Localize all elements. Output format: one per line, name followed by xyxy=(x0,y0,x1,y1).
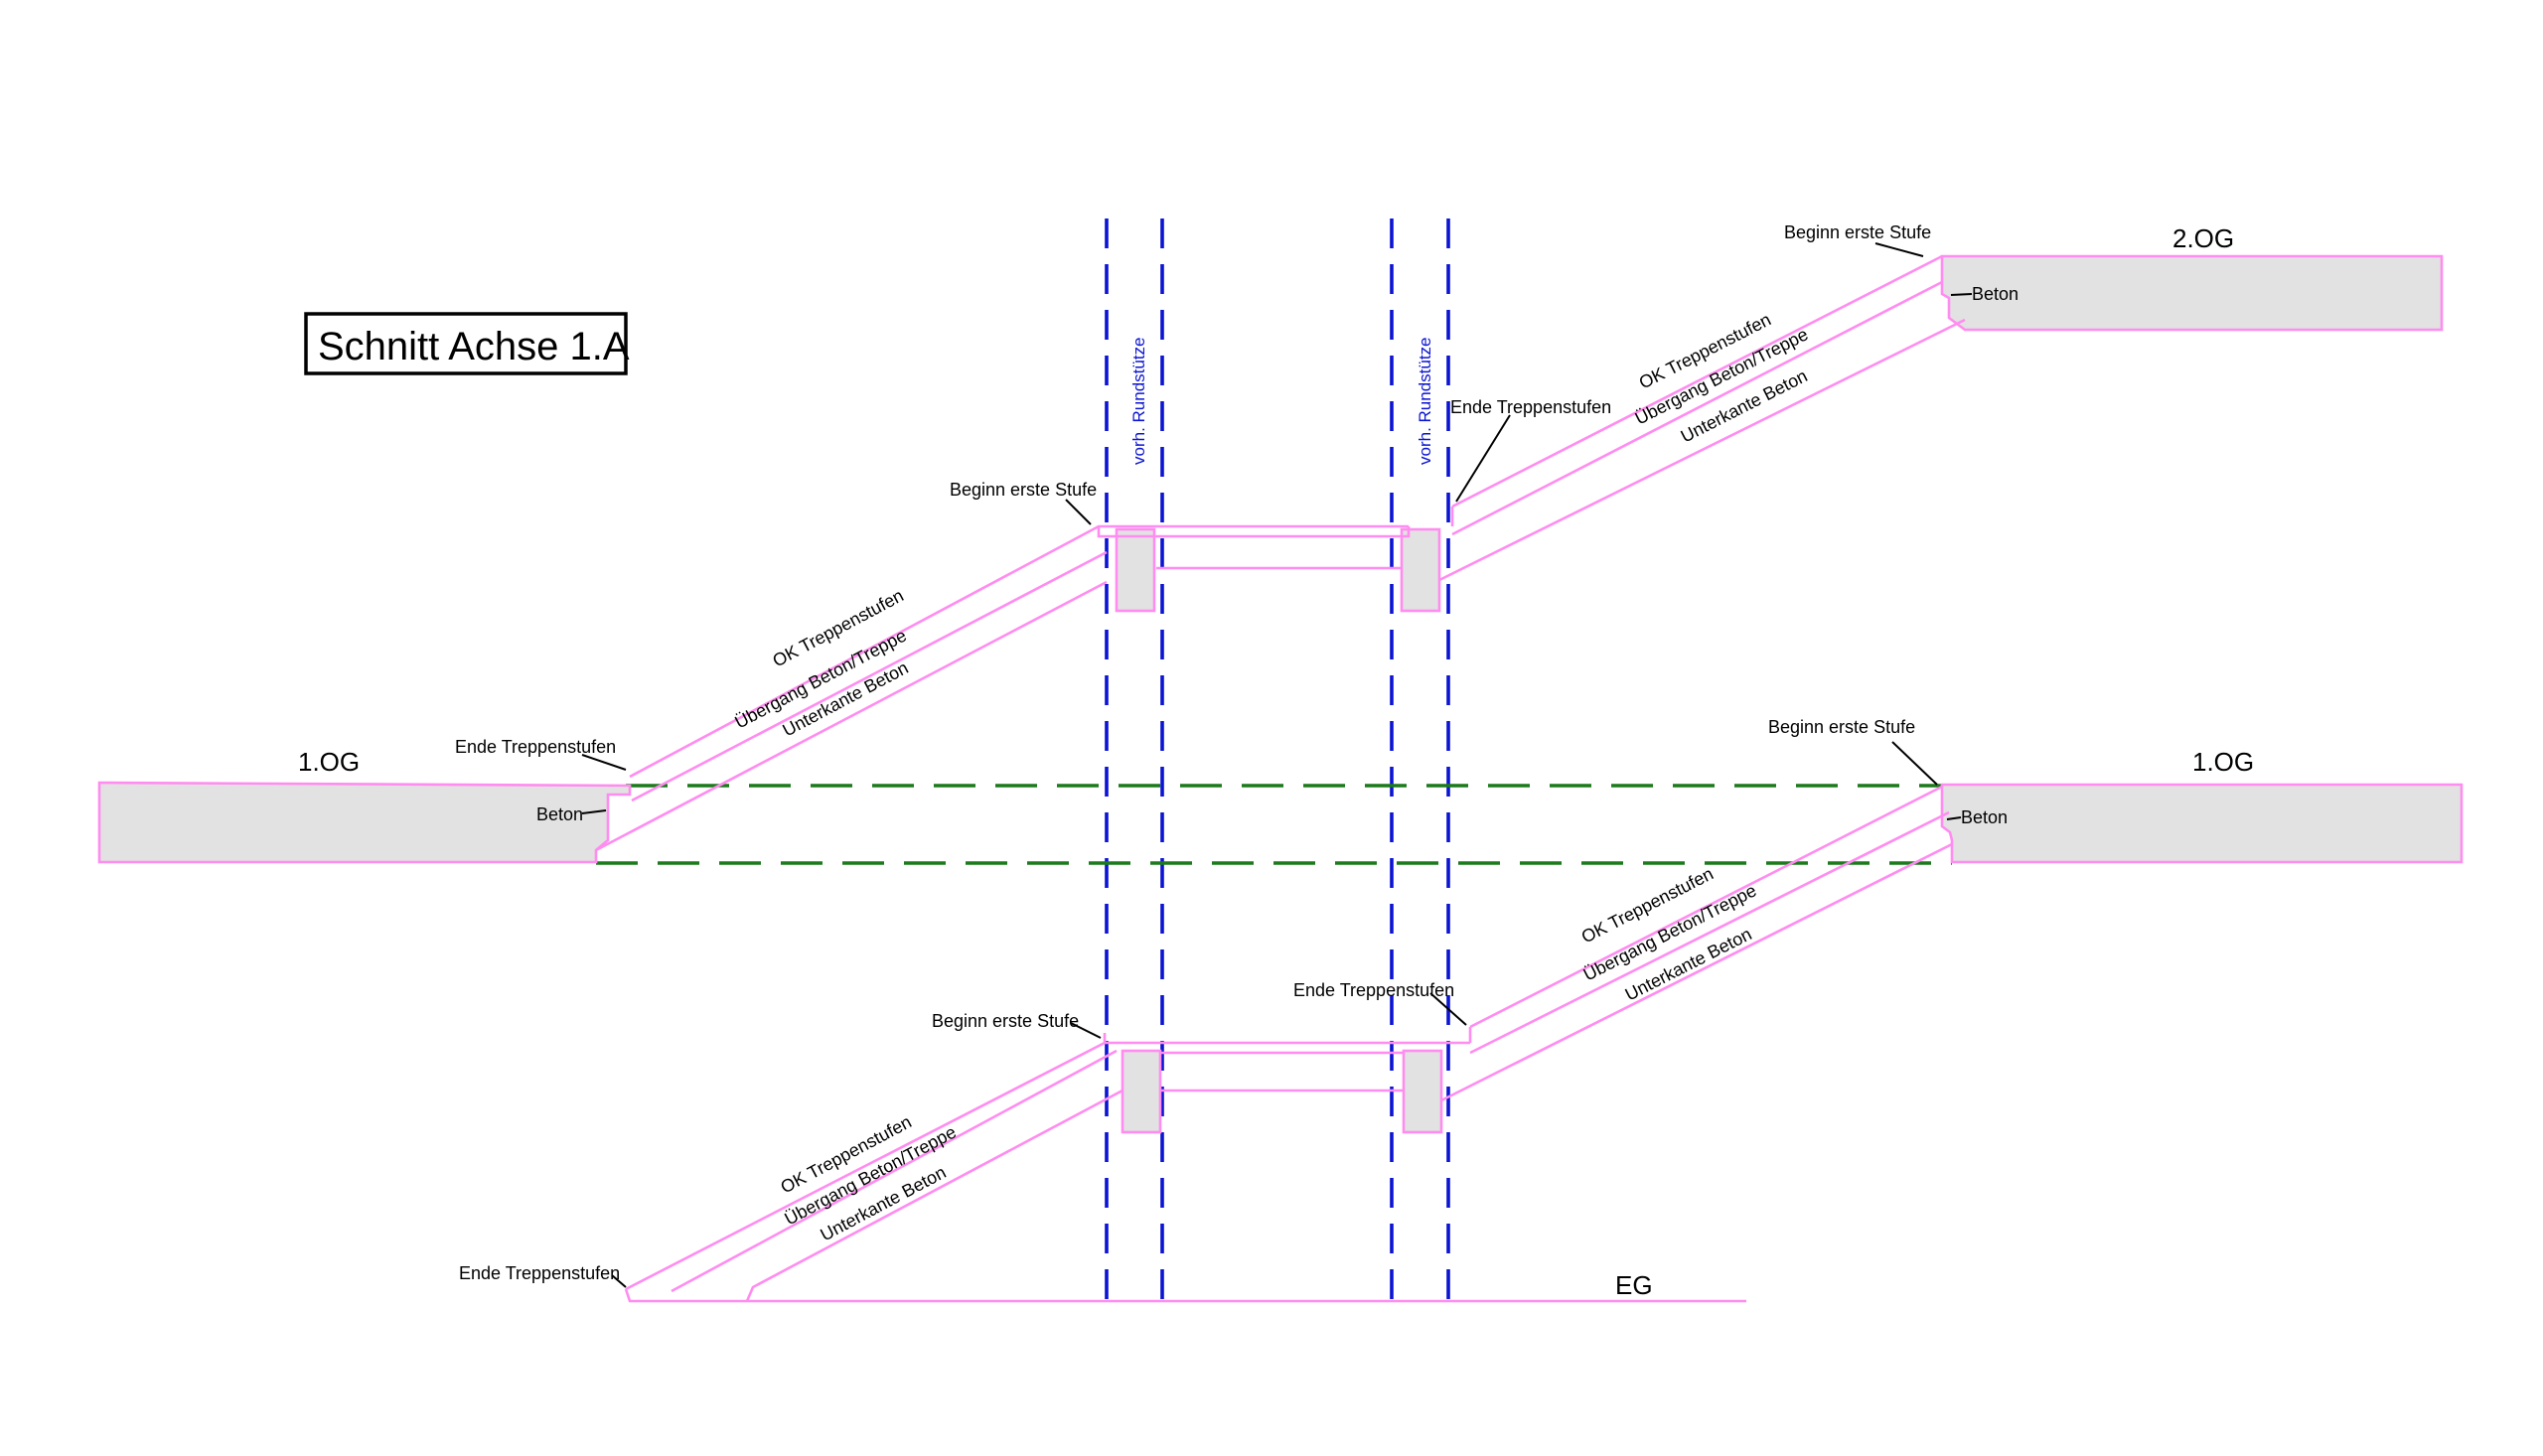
stair-1og-to-lower-landing xyxy=(1105,785,1953,1102)
stair-landing-to-eg xyxy=(624,1033,1746,1303)
stair-a-unterkante xyxy=(595,580,1108,852)
leader-ende-b xyxy=(1455,414,1511,503)
label-ende-treppenstufen-b: Ende Treppenstufen xyxy=(1450,397,1611,417)
stair-d-ok xyxy=(625,1033,1107,1291)
slab-1og-right xyxy=(1940,783,2464,864)
slab-1og-left xyxy=(97,781,632,864)
label-ende-treppenstufen-d: Ende Treppenstufen xyxy=(459,1263,620,1283)
slabs xyxy=(97,254,2464,1134)
leader-beginn-a xyxy=(1065,499,1092,525)
label-ende-treppenstufen-c: Ende Treppenstufen xyxy=(1293,980,1454,1000)
stair-b-ok xyxy=(1451,254,1943,509)
label-beginn-erste-stufe-b: Beginn erste Stufe xyxy=(1784,222,1931,242)
stair-b-unterkante xyxy=(1438,318,1966,582)
drawing-title: Schnitt Achse 1.A xyxy=(318,325,630,368)
title-block: Schnitt Achse 1.A xyxy=(304,312,630,375)
leader-beton-left xyxy=(581,809,607,814)
column-base-1-upper xyxy=(1115,527,1156,613)
level-labels: 2.OG 1.OG 1.OG EG xyxy=(298,223,2254,1300)
level-label-1og-left: 1.OG xyxy=(298,747,360,777)
stair-landing-to-2og xyxy=(1438,254,1966,582)
column-base-1-lower xyxy=(1121,1049,1162,1134)
stair-a-uebergang xyxy=(631,550,1108,802)
label-beton-left: Beton xyxy=(536,804,583,824)
stair-d-unterkante xyxy=(745,1089,1123,1302)
label-beginn-erste-stufe-a: Beginn erste Stufe xyxy=(950,480,1097,500)
leaders xyxy=(581,242,1973,1288)
leader-beginn-c xyxy=(1891,741,1938,786)
label-ende-treppenstufen-a: Ende Treppenstufen xyxy=(455,737,616,757)
stair-b-uebergang xyxy=(1451,280,1943,536)
stair-d-uebergang xyxy=(671,1049,1118,1293)
annotations-sloped: OK Treppenstufen Übergang Beton/Treppe U… xyxy=(731,309,1811,1244)
label-beginn-erste-stufe-d: Beginn erste Stufe xyxy=(932,1011,1079,1031)
column-base-2-lower xyxy=(1402,1049,1443,1134)
stair-c-unterkante xyxy=(1440,842,1953,1102)
label-beton-right: Beton xyxy=(1961,807,2008,827)
leader-beton-right xyxy=(1946,816,1962,820)
landing-top xyxy=(1097,526,1411,538)
leader-ende-a xyxy=(581,754,627,771)
annotations-horizontal: Ende Treppenstufen Beton Beginn erste St… xyxy=(455,222,2019,1283)
column-base-2-upper xyxy=(1400,527,1441,613)
stair-c-uebergang xyxy=(1469,810,1950,1055)
level-label-1og-right: 1.OG xyxy=(2192,747,2254,777)
leader-beginn-b xyxy=(1874,242,1924,257)
level-label-2og: 2.OG xyxy=(2172,223,2234,253)
title-frame xyxy=(304,312,628,375)
stair-c-ok xyxy=(1469,785,1943,1029)
label-beginn-erste-stufe-c: Beginn erste Stufe xyxy=(1768,717,1915,737)
column-axes: vorh. Rundstütze vorh. Rundstütze xyxy=(1105,218,1450,1309)
column-label-1: vorh. Rundstütze xyxy=(1129,337,1148,465)
column-label-2: vorh. Rundstütze xyxy=(1416,337,1434,465)
leader-beginn-d xyxy=(1070,1022,1102,1039)
level-label-eg: EG xyxy=(1615,1270,1653,1300)
leader-beton-2og xyxy=(1950,293,1973,296)
leader-ende-c xyxy=(1429,992,1467,1026)
leader-ende-d xyxy=(611,1274,627,1288)
ground-line xyxy=(624,1288,1746,1303)
stair-1og-to-landing xyxy=(595,524,1411,852)
level-lines xyxy=(596,784,1952,865)
label-beton-2og: Beton xyxy=(1972,284,2019,304)
